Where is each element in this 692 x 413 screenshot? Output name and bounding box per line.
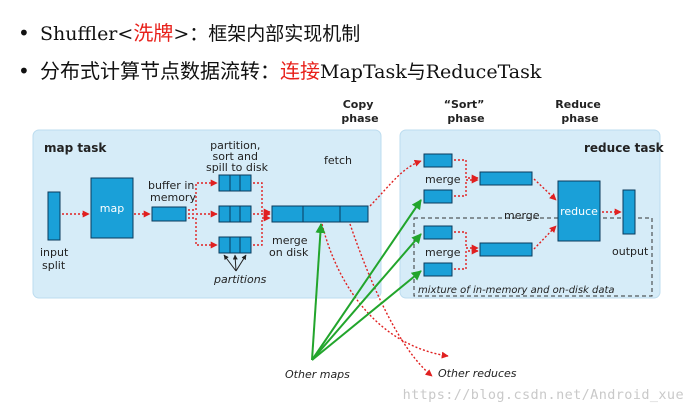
shuffle-diagram: Copy phase “Sort” phase Reduce phase map… bbox=[32, 98, 665, 381]
copied-segment-3 bbox=[423, 225, 453, 240]
partitions-pointers bbox=[223, 254, 247, 272]
bullet-list: • Shuffler<洗牌>：框架内部实现机制 • 分布式计算节点数据流转：连接Ma… bbox=[18, 14, 678, 90]
spill-file-3 bbox=[218, 236, 252, 254]
reduce-phase-line1: Reduce bbox=[555, 98, 601, 111]
reduce-phase-label: Reduce phase bbox=[555, 98, 604, 125]
copy-phase-label: Copy phase bbox=[341, 98, 378, 125]
arrow-other-maps-2 bbox=[311, 233, 422, 361]
arrow-other-maps-4 bbox=[311, 223, 326, 361]
arrow-buffer-to-spill-3 bbox=[188, 217, 218, 249]
buffer-box bbox=[151, 206, 187, 222]
mixture-region bbox=[413, 217, 653, 297]
map-task-title: map task bbox=[44, 141, 107, 155]
copied-segment-4 bbox=[423, 262, 453, 277]
output-box bbox=[622, 189, 636, 235]
arrow-other-maps-1 bbox=[311, 199, 422, 361]
copied-segment-2 bbox=[423, 189, 453, 204]
arrow-fetch-to-reduce bbox=[369, 159, 422, 207]
arrow-to-other-reduces-1 bbox=[321, 223, 449, 359]
mod-line2: on disk bbox=[269, 246, 309, 259]
copied-segment-1 bbox=[423, 153, 453, 168]
sort-phase-line2: phase bbox=[447, 112, 484, 125]
map-task-panel bbox=[32, 129, 382, 299]
merged-segment-bottom bbox=[479, 242, 533, 257]
merged-file bbox=[271, 205, 369, 223]
input-split-box bbox=[47, 191, 61, 241]
bullet-item-shuffler: • Shuffler<洗牌>：框架内部实现机制 bbox=[18, 14, 678, 52]
map-label: map bbox=[100, 202, 124, 215]
pss-line3: spill to disk bbox=[206, 161, 269, 174]
sort-phase-line1: “Sort” bbox=[444, 98, 485, 111]
merge-label-1: merge bbox=[425, 173, 461, 186]
partitions-label: partitions bbox=[213, 273, 267, 286]
merge-label-2: merge bbox=[425, 246, 461, 259]
merged-segment-top bbox=[479, 171, 533, 186]
reduce-box bbox=[557, 180, 601, 242]
buffer-label: buffer in memory bbox=[148, 179, 198, 204]
arrow-to-other-reduces-2 bbox=[349, 223, 433, 377]
bullet-text-post: >：框架内部实现机制 bbox=[173, 23, 361, 45]
pss-line2: sort and bbox=[213, 150, 259, 163]
spill-file-2 bbox=[218, 205, 252, 223]
bullet-dot: • bbox=[18, 59, 30, 83]
other-reduces-label: Other reduces bbox=[438, 367, 517, 380]
mod-line1: merge bbox=[272, 234, 308, 247]
reduce-phase-line2: phase bbox=[561, 112, 598, 125]
arrow-other-maps-3 bbox=[311, 270, 422, 361]
input-split-line2: split bbox=[42, 259, 66, 272]
bullet-text-pre: 分布式计算节点数据流转： bbox=[40, 59, 280, 83]
buffer-line1: buffer in bbox=[148, 179, 194, 192]
partition-sort-spill-label: partition, sort and spill to disk bbox=[206, 139, 269, 174]
reduce-task-title: reduce task bbox=[584, 141, 665, 155]
bullet-text-highlight: 连接 bbox=[280, 59, 320, 83]
bullet-text-pre: Shuffler< bbox=[40, 23, 134, 45]
fetch-label: fetch bbox=[324, 154, 352, 167]
other-maps-label: Other maps bbox=[285, 368, 350, 381]
input-split-label: input split bbox=[40, 246, 72, 272]
input-split-line1: input bbox=[40, 246, 69, 259]
arrow-seg4-to-merged bbox=[454, 247, 479, 270]
bullet-text-highlight: 洗牌 bbox=[133, 21, 174, 45]
reduce-task-panel bbox=[399, 129, 661, 299]
buffer-line2: memory bbox=[150, 191, 196, 204]
bullet-dot: • bbox=[18, 21, 30, 45]
watermark: https://blog.csdn.net/Android_xue bbox=[402, 387, 684, 403]
merge-label-3: merge bbox=[504, 209, 540, 222]
mixture-note: mixture of in-memory and on-disk data bbox=[418, 285, 615, 296]
arrow-merged-bottom-to-reduce bbox=[533, 225, 557, 250]
spill-file-1 bbox=[218, 174, 252, 192]
sort-phase-label: “Sort” phase bbox=[444, 98, 488, 125]
bullet-item-dataflow: • 分布式计算节点数据流转：连接MapTask与ReduceTask bbox=[18, 52, 678, 90]
bullet-text-post: MapTask与ReduceTask bbox=[320, 61, 542, 83]
arrow-buffer-to-spill-1 bbox=[188, 179, 218, 211]
output-label: output bbox=[612, 245, 649, 258]
copy-phase-line1: Copy bbox=[343, 98, 374, 111]
copy-phase-line2: phase bbox=[341, 112, 378, 125]
pss-line1: partition, bbox=[210, 139, 260, 152]
map-box bbox=[90, 177, 134, 239]
arrow-spill3-to-merge bbox=[253, 214, 271, 246]
reduce-label: reduce bbox=[560, 205, 598, 218]
arrow-seg2-to-merged bbox=[454, 176, 479, 197]
arrow-merged-top-to-reduce bbox=[533, 178, 557, 201]
merge-on-disk-label: merge on disk bbox=[269, 234, 311, 259]
